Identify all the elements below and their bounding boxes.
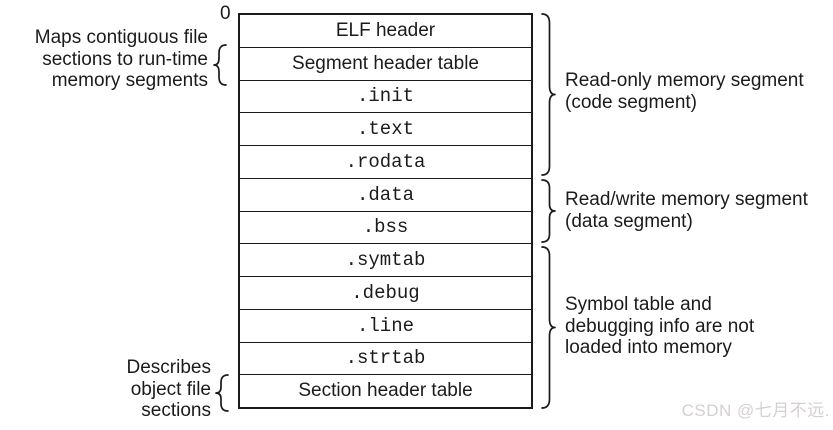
- table-row-line: .line: [240, 310, 531, 343]
- table-row-segment-header-table: Segment header table: [240, 48, 531, 81]
- table-row-symtab: .symtab: [240, 244, 531, 277]
- table-row-debug: .debug: [240, 277, 531, 310]
- table-row-label: .line: [356, 314, 414, 337]
- annotation-read-write-memory-segment: Read/write memory segment (data segment): [565, 189, 808, 232]
- table-row-label: Segment header table: [292, 52, 479, 74]
- left-brace-segment-header-table-icon: [213, 44, 227, 86]
- table-row-strtab: .strtab: [240, 343, 531, 376]
- origin-offset-label: 0: [220, 3, 231, 24]
- table-row-label: Section header table: [298, 380, 473, 402]
- table-row-label: .init: [356, 85, 414, 108]
- annotation-maps-file-sections: Maps contiguous file sections to run-tim…: [34, 27, 208, 91]
- annotation-read-only-memory-segment: Read-only memory segment (code segment): [565, 70, 804, 113]
- table-row-label: ELF header: [335, 19, 436, 41]
- left-brace-section-header-table-icon: [215, 374, 229, 412]
- table-row-text: .text: [240, 113, 531, 146]
- annotation-describes-object-file-sections: Describes object file sections: [126, 357, 211, 421]
- table-row-label: .strtab: [345, 347, 426, 370]
- right-brace-read-only-segment-icon: [541, 13, 556, 176]
- table-row-label: .debug: [351, 281, 420, 304]
- table-row-rodata: .rodata: [240, 146, 531, 179]
- table-row-label: .text: [356, 118, 414, 141]
- table-row-data: .data: [240, 179, 531, 212]
- table-row-init: .init: [240, 81, 531, 114]
- table-row-bss: .bss: [240, 212, 531, 245]
- watermark: CSDN @七月不远.: [681, 401, 830, 420]
- table-row-label: .symtab: [345, 249, 426, 272]
- table-row-section-header-table: Section header table: [240, 375, 531, 407]
- table-row-elf-header: ELF header: [240, 15, 531, 48]
- right-brace-not-loaded-icon: [541, 246, 556, 409]
- right-brace-read-write-segment-icon: [541, 179, 556, 243]
- table-row-label: .rodata: [345, 150, 426, 173]
- table-row-label: .bss: [362, 216, 409, 239]
- annotation-symbol-table-not-loaded: Symbol table and debugging info are not …: [565, 294, 755, 358]
- table-row-label: .data: [356, 183, 414, 206]
